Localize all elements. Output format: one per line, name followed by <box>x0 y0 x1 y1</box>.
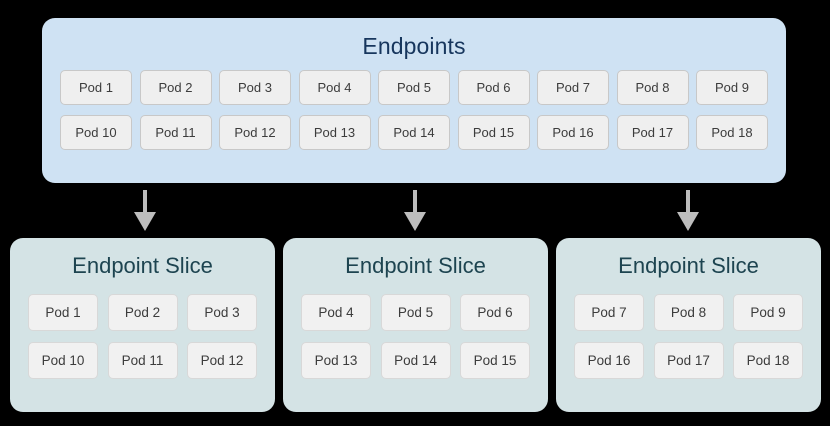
pod-chip: Pod 10 <box>60 115 132 150</box>
endpoint-slice-pod-grid: Pod 4 Pod 5 Pod 6 Pod 13 Pod 14 Pod 15 <box>301 294 530 379</box>
arrow-head <box>677 212 699 231</box>
endpoint-slice-panel-3: Endpoint Slice Pod 7 Pod 8 Pod 9 Pod 16 … <box>556 238 821 412</box>
arrow-down-icon <box>677 190 699 231</box>
arrow-down-icon <box>404 190 426 231</box>
endpoint-slice-title: Endpoint Slice <box>72 253 213 278</box>
arrow-shaft <box>143 190 147 214</box>
endpoint-slice-panel-1: Endpoint Slice Pod 1 Pod 2 Pod 3 Pod 10 … <box>10 238 275 412</box>
endpoints-pod-row: Pod 10 Pod 11 Pod 12 Pod 13 Pod 14 Pod 1… <box>60 115 768 150</box>
pod-chip: Pod 13 <box>301 342 371 379</box>
pod-chip: Pod 14 <box>378 115 450 150</box>
pod-chip: Pod 10 <box>28 342 98 379</box>
pod-chip: Pod 15 <box>460 342 530 379</box>
pod-chip: Pod 6 <box>457 70 530 105</box>
endpoint-slice-pod-row: Pod 1 Pod 2 Pod 3 <box>28 294 257 331</box>
pod-chip: Pod 17 <box>616 115 689 150</box>
pod-chip: Pod 16 <box>537 115 609 150</box>
pod-chip: Pod 12 <box>187 342 257 379</box>
endpoint-slice-title: Endpoint Slice <box>345 253 486 278</box>
pod-chip: Pod 18 <box>696 115 768 150</box>
pod-chip: Pod 8 <box>616 70 689 105</box>
endpoint-slice-pod-row: Pod 10 Pod 11 Pod 12 <box>28 342 257 379</box>
pod-chip: Pod 2 <box>139 70 212 105</box>
pod-chip: Pod 4 <box>301 294 371 331</box>
endpoint-slice-pod-row: Pod 16 Pod 17 Pod 18 <box>574 342 803 379</box>
pod-chip: Pod 8 <box>653 294 724 331</box>
pod-chip: Pod 7 <box>537 70 609 105</box>
pod-chip: Pod 1 <box>60 70 132 105</box>
endpoint-slice-pod-grid: Pod 1 Pod 2 Pod 3 Pod 10 Pod 11 Pod 12 <box>28 294 257 379</box>
pod-chip: Pod 11 <box>107 342 178 379</box>
endpoints-pod-row: Pod 1 Pod 2 Pod 3 Pod 4 Pod 5 Pod 6 Pod … <box>60 70 768 105</box>
arrow-head <box>134 212 156 231</box>
pod-chip: Pod 13 <box>298 115 371 150</box>
pod-chip: Pod 5 <box>380 294 451 331</box>
endpoints-title: Endpoints <box>362 33 466 59</box>
pod-chip: Pod 2 <box>107 294 178 331</box>
endpoint-slice-pod-row: Pod 7 Pod 8 Pod 9 <box>574 294 803 331</box>
endpoints-pod-grid: Pod 1 Pod 2 Pod 3 Pod 4 Pod 5 Pod 6 Pod … <box>60 70 768 150</box>
pod-chip: Pod 9 <box>733 294 803 331</box>
pod-chip: Pod 17 <box>653 342 724 379</box>
pod-chip: Pod 1 <box>28 294 98 331</box>
pod-chip: Pod 14 <box>380 342 451 379</box>
pod-chip: Pod 3 <box>219 70 291 105</box>
pod-chip: Pod 16 <box>574 342 644 379</box>
pod-chip: Pod 7 <box>574 294 644 331</box>
arrow-down-icon <box>134 190 156 231</box>
pod-chip: Pod 6 <box>460 294 530 331</box>
endpoint-slice-title: Endpoint Slice <box>618 253 759 278</box>
arrow-shaft <box>413 190 417 214</box>
endpoint-slice-pod-row: Pod 13 Pod 14 Pod 15 <box>301 342 530 379</box>
pod-chip: Pod 5 <box>378 70 450 105</box>
endpoints-panel: Endpoints Pod 1 Pod 2 Pod 3 Pod 4 Pod 5 … <box>42 18 786 183</box>
pod-chip: Pod 9 <box>696 70 768 105</box>
pod-chip: Pod 11 <box>139 115 212 150</box>
arrow-head <box>404 212 426 231</box>
endpoint-slice-pod-row: Pod 4 Pod 5 Pod 6 <box>301 294 530 331</box>
pod-chip: Pod 4 <box>298 70 371 105</box>
pod-chip: Pod 12 <box>219 115 291 150</box>
pod-chip: Pod 18 <box>733 342 803 379</box>
pod-chip: Pod 15 <box>457 115 530 150</box>
endpoint-slice-panel-2: Endpoint Slice Pod 4 Pod 5 Pod 6 Pod 13 … <box>283 238 548 412</box>
endpoint-slice-pod-grid: Pod 7 Pod 8 Pod 9 Pod 16 Pod 17 Pod 18 <box>574 294 803 379</box>
arrow-shaft <box>686 190 690 214</box>
pod-chip: Pod 3 <box>187 294 257 331</box>
